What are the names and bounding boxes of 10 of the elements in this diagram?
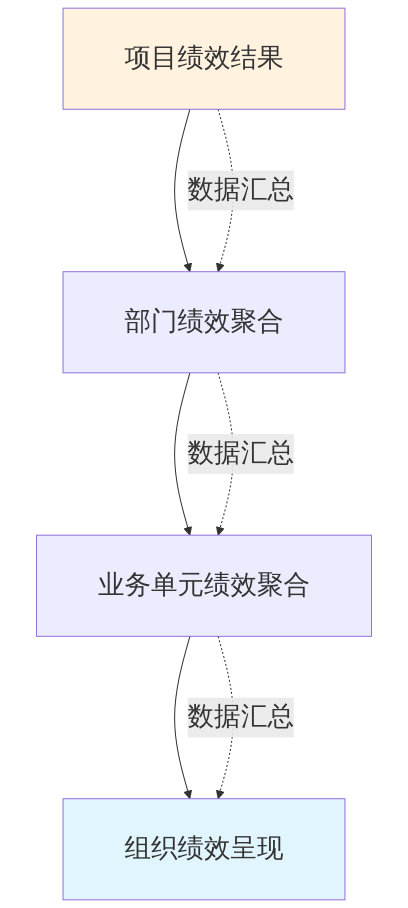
arrow — [174, 636, 192, 800]
node-box: 项目绩效结果 — [62, 8, 346, 110]
node-box: 组织绩效呈现 — [62, 798, 346, 900]
node-box: 部门绩效聚合 — [62, 271, 346, 374]
edge-label: 数据汇总 — [188, 438, 294, 469]
edge-label: 数据汇总 — [188, 702, 294, 732]
node-box: 业务单元绩效聚合 — [36, 534, 372, 637]
arrow — [174, 109, 192, 272]
arrow — [174, 372, 192, 536]
edge-label: 数据汇总 — [188, 174, 294, 206]
